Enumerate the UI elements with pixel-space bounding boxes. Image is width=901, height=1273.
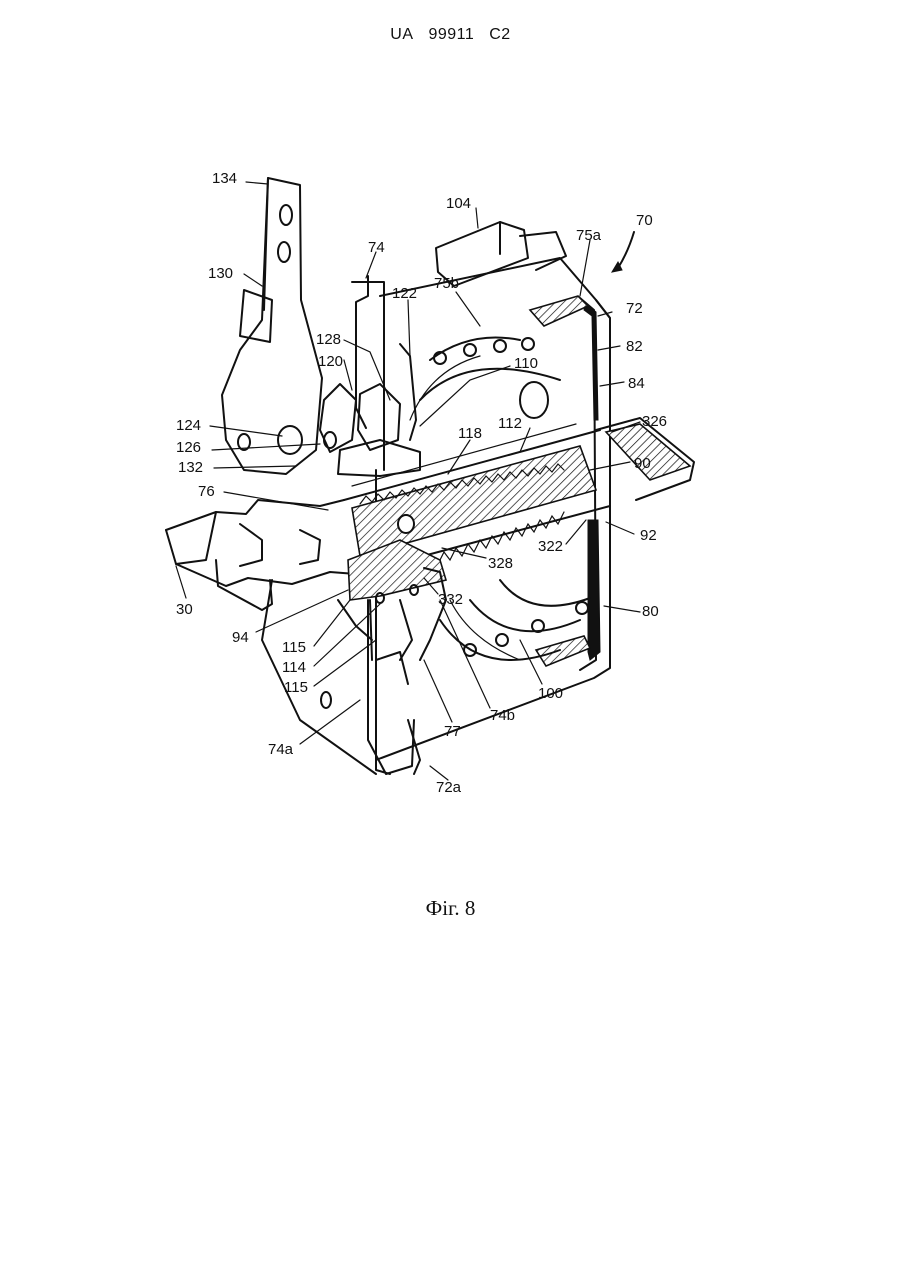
label-112: 112 (498, 415, 522, 432)
label-70: 70 (636, 212, 653, 229)
label-126: 126 (176, 439, 201, 456)
label-128: 128 (316, 331, 341, 348)
label-115-upper: 115 (282, 639, 306, 656)
label-115-lower: 115 (284, 679, 308, 696)
label-74a: 74a (268, 741, 294, 758)
label-114: 114 (282, 659, 306, 676)
mechanism-drawing (166, 178, 694, 774)
label-322: 322 (538, 538, 563, 555)
label-92: 92 (640, 527, 657, 544)
label-30: 30 (176, 601, 193, 618)
label-82: 82 (626, 338, 643, 355)
label-74: 74 (368, 239, 385, 256)
label-90: 90 (634, 455, 651, 472)
label-326: 326 (642, 413, 667, 430)
label-130: 130 (208, 265, 233, 282)
label-84: 84 (628, 375, 645, 392)
label-72: 72 (626, 300, 643, 317)
label-120: 120 (318, 353, 343, 370)
label-75b: 75b (434, 275, 459, 292)
figure-caption: Фіг. 8 (0, 896, 901, 921)
label-118: 118 (458, 425, 482, 442)
label-328: 328 (488, 555, 513, 572)
label-74b: 74b (490, 707, 515, 724)
label-134: 134 (212, 170, 237, 187)
label-132: 132 (178, 459, 203, 476)
label-80: 80 (642, 603, 659, 620)
label-77: 77 (444, 723, 461, 740)
label-75a: 75a (576, 227, 602, 244)
label-104: 104 (446, 195, 471, 212)
label-122: 122 (392, 285, 417, 302)
label-124: 124 (176, 417, 201, 434)
label-332: 332 (438, 591, 463, 608)
label-100: 100 (538, 685, 563, 702)
label-76: 76 (198, 483, 215, 500)
label-94: 94 (232, 629, 249, 646)
label-72a: 72a (436, 779, 462, 796)
label-110: 110 (514, 355, 538, 372)
